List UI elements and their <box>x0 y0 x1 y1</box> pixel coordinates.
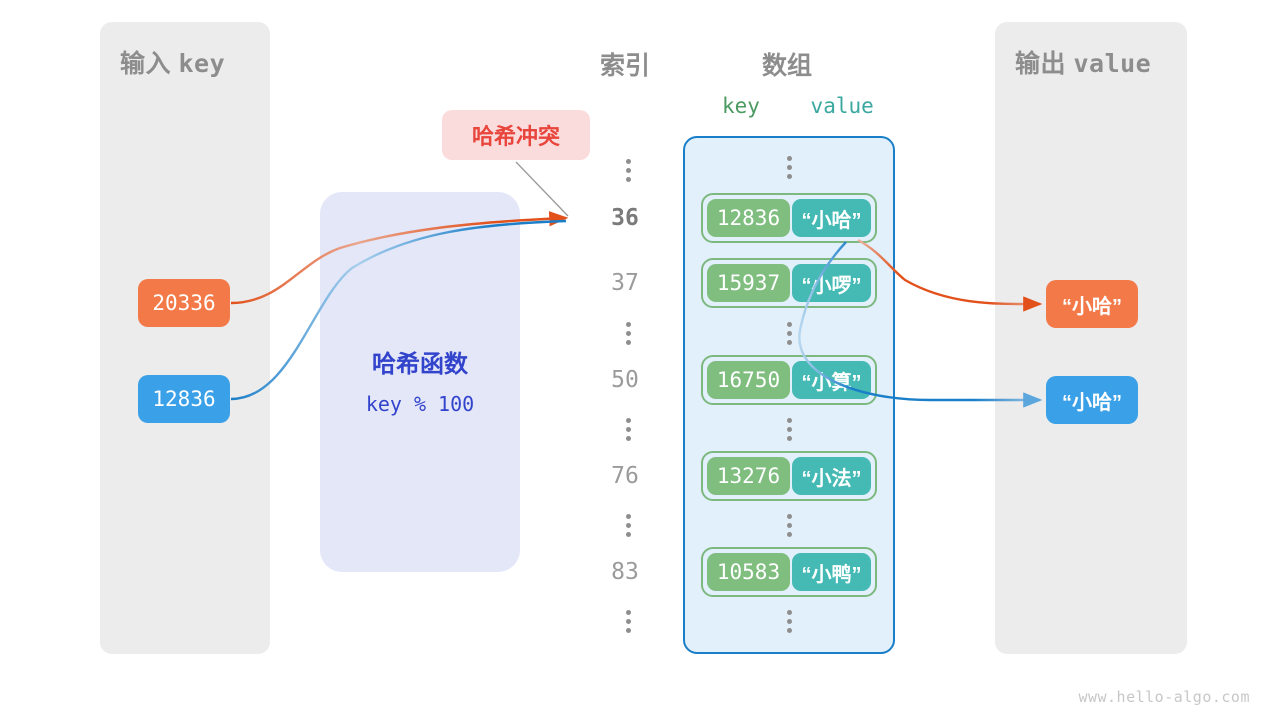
bucket-cell-36[interactable]: 12836 “小哈” <box>701 193 877 243</box>
output-value-orange[interactable]: “小哈” <box>1046 280 1138 328</box>
input-key-12836[interactable]: 12836 <box>138 375 230 423</box>
array-ellipsis-4 <box>781 514 797 537</box>
output-value-blue[interactable]: “小哈” <box>1046 376 1138 424</box>
bucket-key-37: 15937 <box>707 264 790 302</box>
index-label-76: 76 <box>611 463 639 489</box>
index-ellipsis-2 <box>620 322 636 345</box>
array-column-title: 数组 <box>761 52 812 80</box>
bucket-key-36: 12836 <box>707 199 790 237</box>
index-ellipsis-4 <box>620 514 636 537</box>
watermark: www.hello-algo.com <box>1078 688 1250 706</box>
bucket-cell-76[interactable]: 13276 “小法” <box>701 451 877 501</box>
bucket-key-76: 13276 <box>707 457 790 495</box>
bucket-value-50: “小算” <box>791 361 871 399</box>
output-panel-title-mono: value <box>1073 49 1152 78</box>
bucket-cell-50[interactable]: 16750 “小算” <box>701 355 877 405</box>
hash-collision-badge: 哈希冲突 <box>442 110 590 160</box>
bucket-cell-37[interactable]: 15937 “小啰” <box>701 258 877 308</box>
hash-function-name: 哈希函数 <box>372 351 468 378</box>
collision-leader-line <box>515 161 569 217</box>
bucket-cell-83[interactable]: 10583 “小鸭” <box>701 547 877 597</box>
array-ellipsis-top <box>781 156 797 179</box>
key-value-header: key value <box>722 94 874 118</box>
bucket-key-50: 16750 <box>707 361 790 399</box>
index-column-title: 索引 <box>599 52 650 80</box>
output-panel-title: 输出 value <box>1015 44 1151 80</box>
input-panel-title-cn: 输入 <box>120 50 172 78</box>
input-panel-title: 输入 key <box>120 44 225 80</box>
output-panel <box>995 22 1187 654</box>
input-panel-title-mono: key <box>178 49 226 78</box>
bucket-value-37: “小啰” <box>791 264 871 302</box>
output-panel-title-cn: 输出 <box>1015 50 1067 78</box>
hash-function-box: 哈希函数 key % 100 <box>320 192 520 572</box>
index-ellipsis-top <box>620 159 636 182</box>
hash-function-formula: key % 100 <box>365 392 475 416</box>
index-label-83: 83 <box>611 559 639 585</box>
bucket-key-83: 10583 <box>707 553 790 591</box>
array-ellipsis-3 <box>781 418 797 441</box>
input-key-20336[interactable]: 20336 <box>138 279 230 327</box>
index-ellipsis-bottom <box>620 610 636 633</box>
array-ellipsis-bottom <box>781 610 797 633</box>
input-panel <box>100 22 270 654</box>
index-label-36: 36 <box>611 205 639 231</box>
index-label-50: 50 <box>611 367 639 393</box>
bucket-value-36: “小哈” <box>791 199 871 237</box>
array-ellipsis-2 <box>781 322 797 345</box>
index-ellipsis-3 <box>620 418 636 441</box>
index-label-37: 37 <box>611 270 639 296</box>
bucket-value-76: “小法” <box>791 457 871 495</box>
value-header-label: value <box>810 94 874 118</box>
key-header-label: key <box>722 94 760 118</box>
bucket-value-83: “小鸭” <box>791 553 871 591</box>
